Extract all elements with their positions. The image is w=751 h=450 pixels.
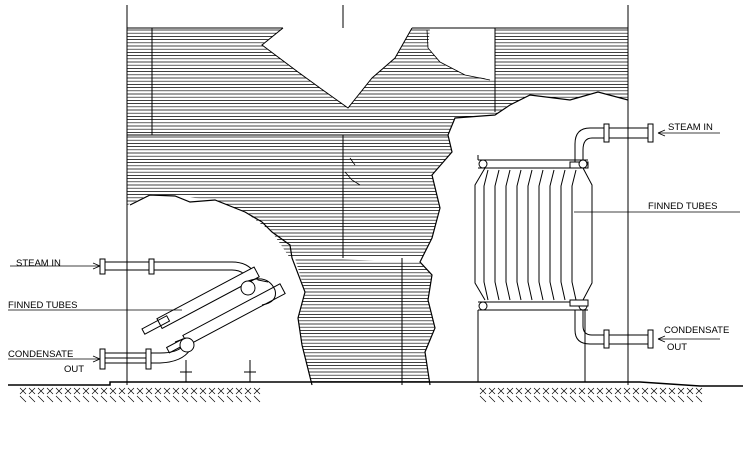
ground-hatch-mark xyxy=(533,387,541,403)
ground-hatch-mark xyxy=(109,387,117,403)
ground-hatch-mark xyxy=(253,387,261,403)
finned-tube xyxy=(494,169,500,301)
ground-hatch-mark xyxy=(605,387,613,403)
finned-tube xyxy=(549,169,555,301)
ground-hatch-mark xyxy=(163,387,171,403)
ground-hatch-mark xyxy=(217,387,225,403)
ground-hatch-mark xyxy=(235,387,243,403)
ground-hatch-mark xyxy=(578,387,586,403)
ground-hatch-mark xyxy=(28,387,36,403)
label-condensate-right: CONDENSATE xyxy=(664,325,729,336)
ground-hatch-mark xyxy=(199,387,207,403)
left-heater-coil xyxy=(99,258,286,382)
label-finned-tubes-right: FINNED TUBES xyxy=(648,201,718,212)
ground-hatch-mark xyxy=(659,387,667,403)
ground-hatch-mark xyxy=(668,387,676,403)
ground-hatch-mark xyxy=(515,387,523,403)
ground xyxy=(8,381,743,403)
ground-hatch-mark xyxy=(569,387,577,403)
ground-hatch-mark xyxy=(73,387,81,403)
ground-hatch-mark xyxy=(46,387,54,403)
ground-hatch-mark xyxy=(55,387,63,403)
ground-hatch-mark xyxy=(479,387,487,403)
ground-hatch-mark xyxy=(190,387,198,403)
ground-hatch-mark xyxy=(542,387,550,403)
ground-hatch-mark xyxy=(64,387,72,403)
label-out-right: OUT xyxy=(667,342,687,353)
label-out-left: OUT xyxy=(64,364,84,375)
ground-hatch-mark xyxy=(632,387,640,403)
ground-hatch-mark xyxy=(154,387,162,403)
ground-hatch-mark xyxy=(181,387,189,403)
finned-tube xyxy=(560,169,566,301)
ground-hatch-mark xyxy=(497,387,505,403)
ground-hatch-mark xyxy=(127,387,135,403)
label-steam-in-right: STEAM IN xyxy=(668,122,713,133)
right-heater-bundle xyxy=(474,123,654,382)
label-steam-in-left: STEAM IN xyxy=(16,258,61,269)
ground-hatch-mark xyxy=(677,387,685,403)
label-finned-tubes-left: FINNED TUBES xyxy=(8,300,78,311)
ground-hatch-mark xyxy=(614,387,622,403)
ground-hatch-mark xyxy=(136,387,144,403)
ground-hatch-mark xyxy=(560,387,568,403)
finned-tube xyxy=(483,169,489,301)
hatch-band xyxy=(295,259,435,382)
ground-hatch-mark xyxy=(19,387,27,403)
ground-hatch-mark xyxy=(488,387,496,403)
ground-hatch-mark xyxy=(118,387,126,403)
ground-hatch-mark xyxy=(172,387,180,403)
ground-hatch-mark xyxy=(641,387,649,403)
ground-hatch-mark xyxy=(244,387,252,403)
finned-tube xyxy=(516,169,522,301)
ground-hatch-mark xyxy=(100,387,108,403)
finned-tube xyxy=(538,169,544,301)
ground-hatch-mark xyxy=(695,387,703,403)
label-condensate-left: CONDENSATE xyxy=(8,349,73,360)
ground-hatch-mark xyxy=(650,387,658,403)
hatch-band xyxy=(127,29,628,133)
ground-hatch-mark xyxy=(208,387,216,403)
ground-hatch-mark xyxy=(686,387,694,403)
finned-tube xyxy=(527,169,533,301)
ground-hatch-mark xyxy=(623,387,631,403)
ground-hatch-mark xyxy=(524,387,532,403)
ground-hatch-mark xyxy=(91,387,99,403)
ground-hatch-mark xyxy=(37,387,45,403)
ground-hatch-mark xyxy=(506,387,514,403)
finned-tube xyxy=(571,169,577,301)
ground-hatch-mark xyxy=(145,387,153,403)
ground-hatch-mark xyxy=(226,387,234,403)
ground-hatch-mark xyxy=(551,387,559,403)
ground-hatch-mark xyxy=(587,387,595,403)
ground-hatch-mark xyxy=(82,387,90,403)
tower-structure xyxy=(126,5,629,386)
leader-lines xyxy=(8,129,740,363)
ground-hatch-mark xyxy=(596,387,604,403)
finned-tube xyxy=(505,169,511,301)
